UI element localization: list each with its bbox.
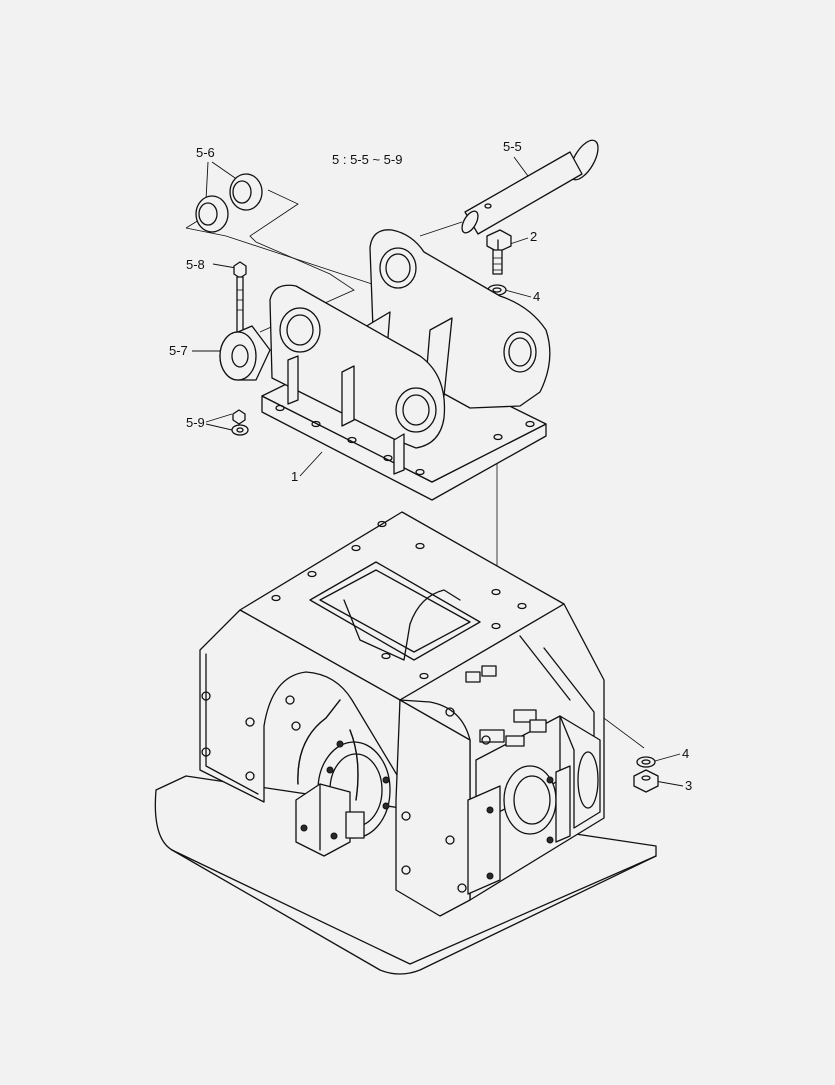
washer-4-lower	[636, 756, 656, 768]
callout-2: 2	[530, 229, 537, 244]
compactor-body	[154, 511, 657, 975]
callout-4-upper: 4	[533, 289, 540, 304]
hose-fittings	[465, 665, 547, 747]
callout-5-8: 5-8	[186, 257, 205, 272]
bolt-5-8	[233, 261, 247, 334]
callout-3: 3	[685, 778, 692, 793]
nut-5-9	[231, 409, 249, 436]
collar-5-7	[219, 325, 271, 381]
bracket-1	[261, 229, 551, 501]
callout-1: 1	[291, 469, 298, 484]
callout-4-lower: 4	[682, 746, 689, 761]
callout-5-6: 5-6	[196, 145, 215, 160]
nut-3	[633, 769, 659, 793]
callout-5-5: 5-5	[503, 139, 522, 154]
frame-bolts	[285, 695, 491, 893]
bolt-2	[486, 229, 512, 275]
callout-5-9: 5-9	[186, 415, 205, 430]
title-note: 5 : 5-5 ~ 5-9	[332, 152, 402, 167]
bushings-5-6	[195, 173, 263, 233]
callout-5-7: 5-7	[169, 343, 188, 358]
pin-5-5	[461, 139, 599, 235]
